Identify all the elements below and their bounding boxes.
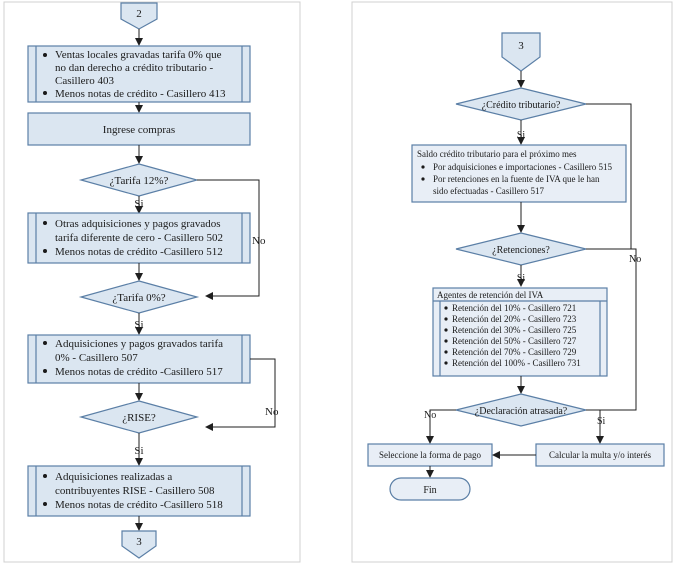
calcular-label: Calcular la multa y/o interés (549, 450, 651, 460)
connector-2: 2 (120, 2, 158, 30)
connector-3-bottom-label: 3 (136, 536, 142, 548)
connector-2-label: 2 (136, 8, 142, 20)
agentes-item-6: Retención del 100% - Casillero 731 (452, 358, 581, 368)
rise-label: ¿RISE? (122, 412, 156, 424)
box3-item2: Menos notas de crédito -Casillero 517 (55, 366, 223, 378)
decision-declaracion-atrasada: ¿Declaración atrasada? (455, 393, 587, 427)
saldo-title: Saldo crédito tributario para el próximo… (417, 149, 577, 159)
box1-item2: Menos notas de crédito - Casillero 413 (55, 88, 226, 100)
box3-item1: Adquisiciones y pagos gravados tarifa 0%… (55, 338, 226, 364)
tarifa-0-label: ¿Tarifa 0%? (112, 292, 165, 304)
label-no-r1: No (629, 254, 641, 265)
saldo-item1: Por adquisiciones e importaciones - Casi… (433, 162, 612, 172)
box-seleccione-forma-pago: Seleccione la forma de pago (367, 443, 493, 467)
agentes-title: Agentes de retención del IVA (437, 290, 544, 300)
box4-item2: Menos notas de crédito -Casillero 518 (55, 499, 223, 511)
seleccione-label: Seleccione la forma de pago (379, 450, 481, 460)
credito-label: ¿Crédito tributario? (482, 100, 561, 111)
agentes-item-3: Retención del 30% - Casillero 725 (452, 325, 577, 335)
terminator-fin: Fin (389, 477, 471, 501)
retenciones-label: ¿Retenciones? (492, 245, 550, 256)
box2-item2: Menos notas de crédito -Casillero 512 (55, 246, 223, 258)
agentes-item-5: Retención del 70% - Casillero 729 (452, 347, 577, 357)
ingrese-compras-label: Ingrese compras (103, 124, 175, 136)
label-si-r3: Si (597, 416, 606, 427)
tarifa-12-label: ¿Tarifa 12%? (110, 175, 169, 187)
box-ingrese-compras: Ingrese compras (27, 112, 251, 146)
agentes-item-2: Retención del 20% - Casillero 723 (452, 314, 577, 324)
box-saldo-credito: Saldo crédito tributario para el próximo… (411, 144, 627, 203)
label-no-1: No (252, 235, 266, 247)
box-otras-adquisiciones: Otras adquisiciones y pagos gravados tar… (27, 212, 251, 264)
label-no-r2: No (424, 410, 436, 421)
box1-item1: Ventas locales gravadas tarifa 0% que no… (55, 49, 224, 87)
connector-3-bottom: 3 (121, 530, 157, 559)
box-adquisiciones-rise: Adquisiciones realizadas a contribuyente… (27, 465, 251, 517)
saldo-item2: Por retenciones en la fuente de IVA que … (433, 174, 602, 196)
fin-label: Fin (423, 485, 436, 496)
box2-item1: Otras adquisiciones y pagos gravados tar… (55, 218, 223, 244)
declaracion-label: ¿Declaración atrasada? (475, 406, 568, 417)
box-adquisiciones-tarifa-0: Adquisiciones y pagos gravados tarifa 0%… (27, 334, 251, 384)
decision-tarifa-12: ¿Tarifa 12%? (78, 163, 200, 197)
label-no-2: No (265, 406, 279, 418)
box4-item1: Adquisiciones realizadas a contribuyente… (55, 471, 215, 497)
box-agentes-retencion: Agentes de retención del IVA Retención d… (432, 287, 608, 377)
box-ventas-locales: Ventas locales gravadas tarifa 0% que no… (27, 45, 251, 103)
connector-3-top: 3 (501, 32, 541, 72)
decision-tarifa-0: ¿Tarifa 0%? (78, 280, 200, 314)
connector-3-top-label: 3 (518, 40, 524, 52)
agentes-item-1: Retención del 10% - Casillero 721 (452, 303, 576, 313)
agentes-item-4: Retención del 50% - Casillero 727 (452, 336, 577, 346)
box-calcular-multa: Calcular la multa y/o interés (535, 443, 665, 467)
